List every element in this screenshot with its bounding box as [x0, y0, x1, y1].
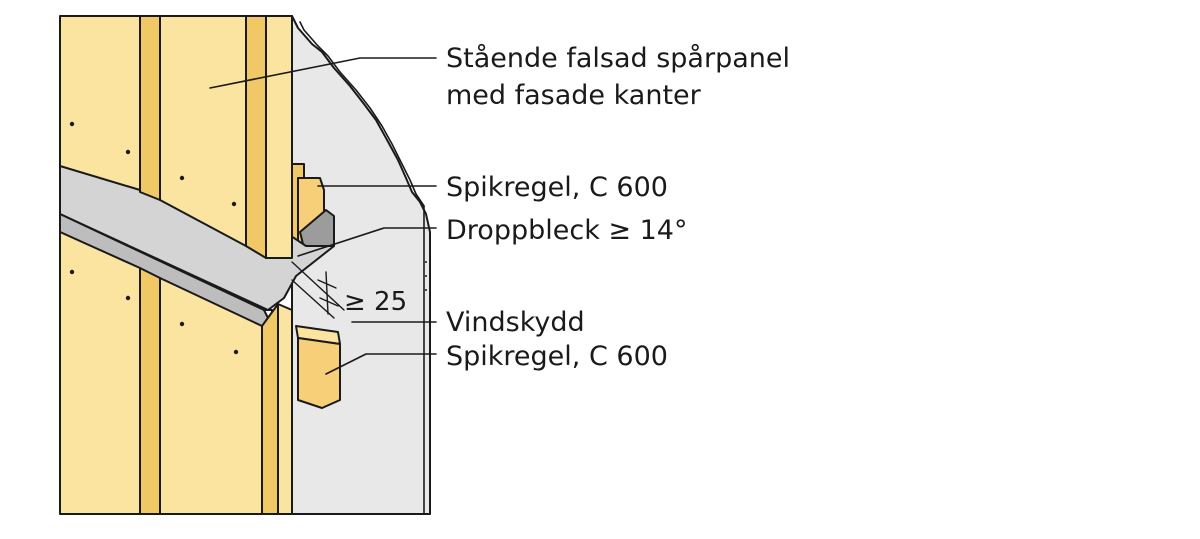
- dimension-extension-upper: [291, 261, 345, 311]
- upper-board-left: [59, 15, 141, 191]
- wind-barrier-edge: [299, 21, 425, 207]
- wind-barrier-dots: [425, 261, 427, 291]
- dimension-extension-lower: [291, 279, 335, 319]
- upper-cladding: [59, 15, 293, 259]
- dimension-label: ≥ 25: [344, 287, 407, 317]
- dimension-line: [325, 271, 329, 315]
- label-flashing: Droppbleck ≥ 14°: [446, 215, 687, 246]
- labels: Stående falsad spårpanel med fasade kant…: [446, 43, 790, 372]
- lower-board-gap-2: [261, 303, 279, 515]
- lower-cladding: [59, 231, 293, 515]
- label-lower-batten: Spikregel, C 600: [446, 341, 668, 372]
- lower-board-right: [277, 303, 293, 515]
- lower-batten-face: [297, 337, 341, 409]
- leader-flashing: [297, 227, 437, 257]
- lower-board-gap-1: [139, 267, 161, 515]
- upper-board-gap-2: [245, 15, 267, 259]
- upper-nails: [69, 121, 237, 207]
- label-panel-line2: med fasade kanter: [446, 80, 702, 111]
- upper-board-right: [265, 15, 293, 259]
- leader-lines: [209, 57, 437, 375]
- dimension-tick-top: [317, 279, 337, 289]
- leader-lower-batten: [325, 353, 437, 375]
- gap-dimension: ≥ 25: [291, 261, 407, 319]
- dimension-tick-bottom: [319, 297, 339, 307]
- lower-board-left: [59, 231, 141, 515]
- wind-barrier-board: [291, 15, 431, 515]
- lower-nails: [69, 269, 239, 355]
- upper-board-gap-1: [139, 15, 161, 201]
- label-upper-batten: Spikregel, C 600: [446, 172, 668, 203]
- wind-barrier: [291, 15, 431, 515]
- label-panel-line1: Stående falsad spårpanel: [446, 43, 790, 74]
- leader-panel: [209, 57, 437, 89]
- label-windbarrier: Vindskydd: [446, 307, 585, 338]
- lower-batten: [295, 325, 341, 409]
